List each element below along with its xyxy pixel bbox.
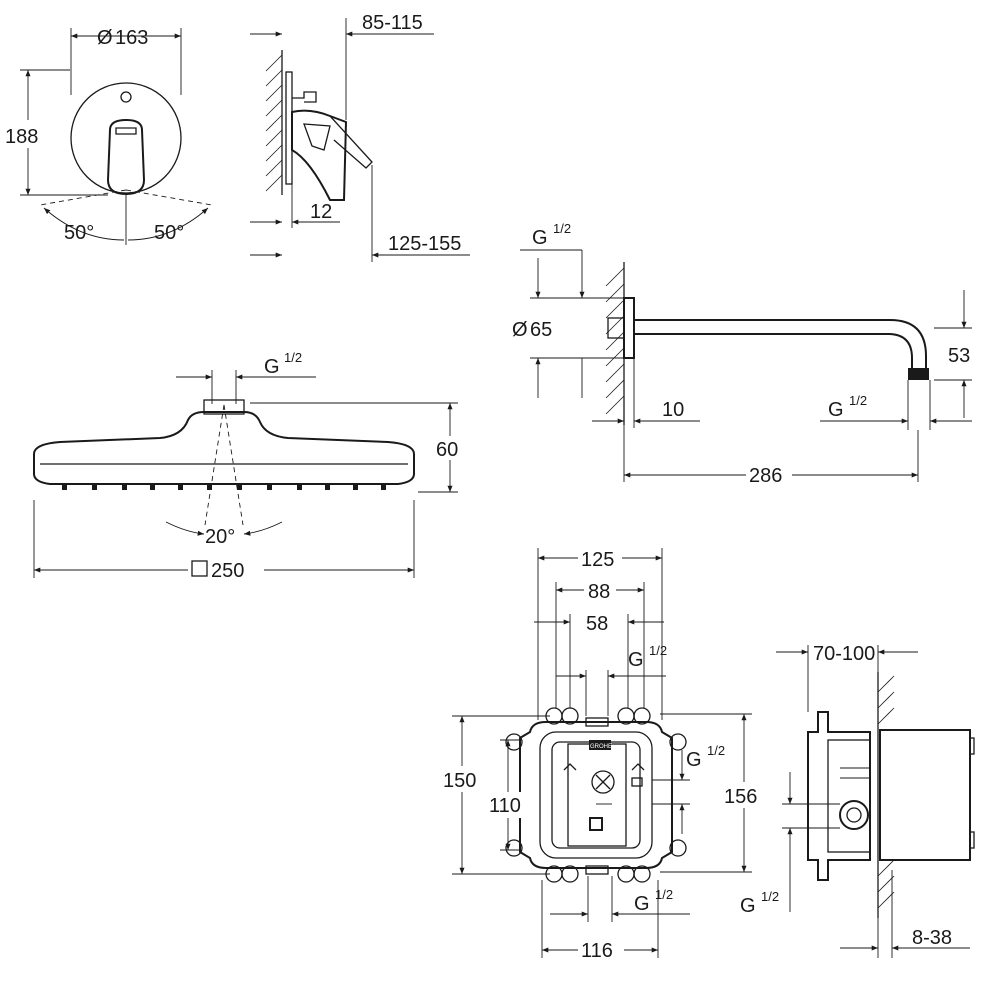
mixer-diameter-symbol: Ø: [97, 27, 113, 49]
mixer-side-view: 85-115 12 125-155: [250, 12, 470, 262]
rough-height-inner-label: 110: [489, 795, 521, 817]
side-install-depth-label: 70-100: [813, 643, 875, 665]
arm-rosette-diameter-label: 65: [530, 319, 552, 341]
arm-outlet-connection-fraction: 1/2: [849, 393, 867, 408]
shower-head-size-label: 250: [211, 560, 244, 582]
mixer-angle-left-label: 50°: [64, 222, 94, 244]
shower-head-spray-angle-label: 20°: [205, 526, 235, 548]
mixer-depth-label: 85-115: [362, 12, 423, 34]
arm-length-label: 286: [749, 465, 782, 487]
arm-drop-label: 53: [948, 345, 970, 367]
rough-bottom-width-label: 116: [581, 940, 613, 962]
mixer-angle-right-label: 50°: [154, 222, 184, 244]
shower-head-connection-letter: G: [264, 356, 280, 378]
mixer-height-label: 188: [5, 126, 38, 148]
shower-head-height-label: 60: [436, 439, 458, 461]
grohe-logo: [589, 740, 611, 750]
mixer-plate-thickness-label: 12: [310, 201, 332, 223]
mixer-lever-range-label: 125-155: [388, 233, 461, 255]
brand-text: GROHE: [590, 744, 612, 750]
rough-outlet-bottom-fraction: 1/2: [655, 887, 673, 902]
rough-width-mid-label: 88: [588, 581, 610, 603]
rough-outlet-top-letter: G: [628, 649, 644, 671]
rough-height-right-label: 156: [724, 786, 757, 808]
shower-head-connection-fraction: 1/2: [284, 350, 302, 365]
mixer-diameter-label: 163: [115, 27, 148, 49]
rough-outlet-bottom-letter: G: [634, 893, 650, 915]
rough-height-outer-label: 150: [443, 770, 476, 792]
shower-head-view: G 1/2 60 20° 250: [33, 350, 469, 582]
shower-arm-view: G 1/2 Ø 65 53 10 G 1/2 286: [512, 221, 972, 488]
rough-outlet-right-fraction: 1/2: [707, 743, 725, 758]
mixer-front-view: Ø 163 188 50° 50°: [2, 27, 213, 245]
arm-connection-top-fraction: 1/2: [553, 221, 571, 236]
arm-connection-top-letter: G: [532, 227, 548, 249]
side-inlet-fraction: 1/2: [761, 889, 779, 904]
rough-outlet-right-letter: G: [686, 749, 702, 771]
rough-in-front-view: GROHE 125 88 58 G 1/2: [440, 545, 767, 963]
rough-width-inner-label: 58: [586, 613, 608, 635]
arm-rosette-diameter-symbol: Ø: [512, 319, 528, 341]
rough-width-outer-label: 125: [581, 549, 614, 571]
rough-outlet-top-fraction: 1/2: [649, 643, 667, 658]
side-finish-depth-label: 8-38: [912, 927, 952, 949]
rough-in-side-view: 70-100 G 1/2 8-38: [740, 643, 975, 958]
arm-wall-offset-label: 10: [662, 399, 684, 421]
side-inlet-letter: G: [740, 895, 756, 917]
spray-nozzles: [62, 485, 386, 490]
arm-outlet-connection-letter: G: [828, 399, 844, 421]
